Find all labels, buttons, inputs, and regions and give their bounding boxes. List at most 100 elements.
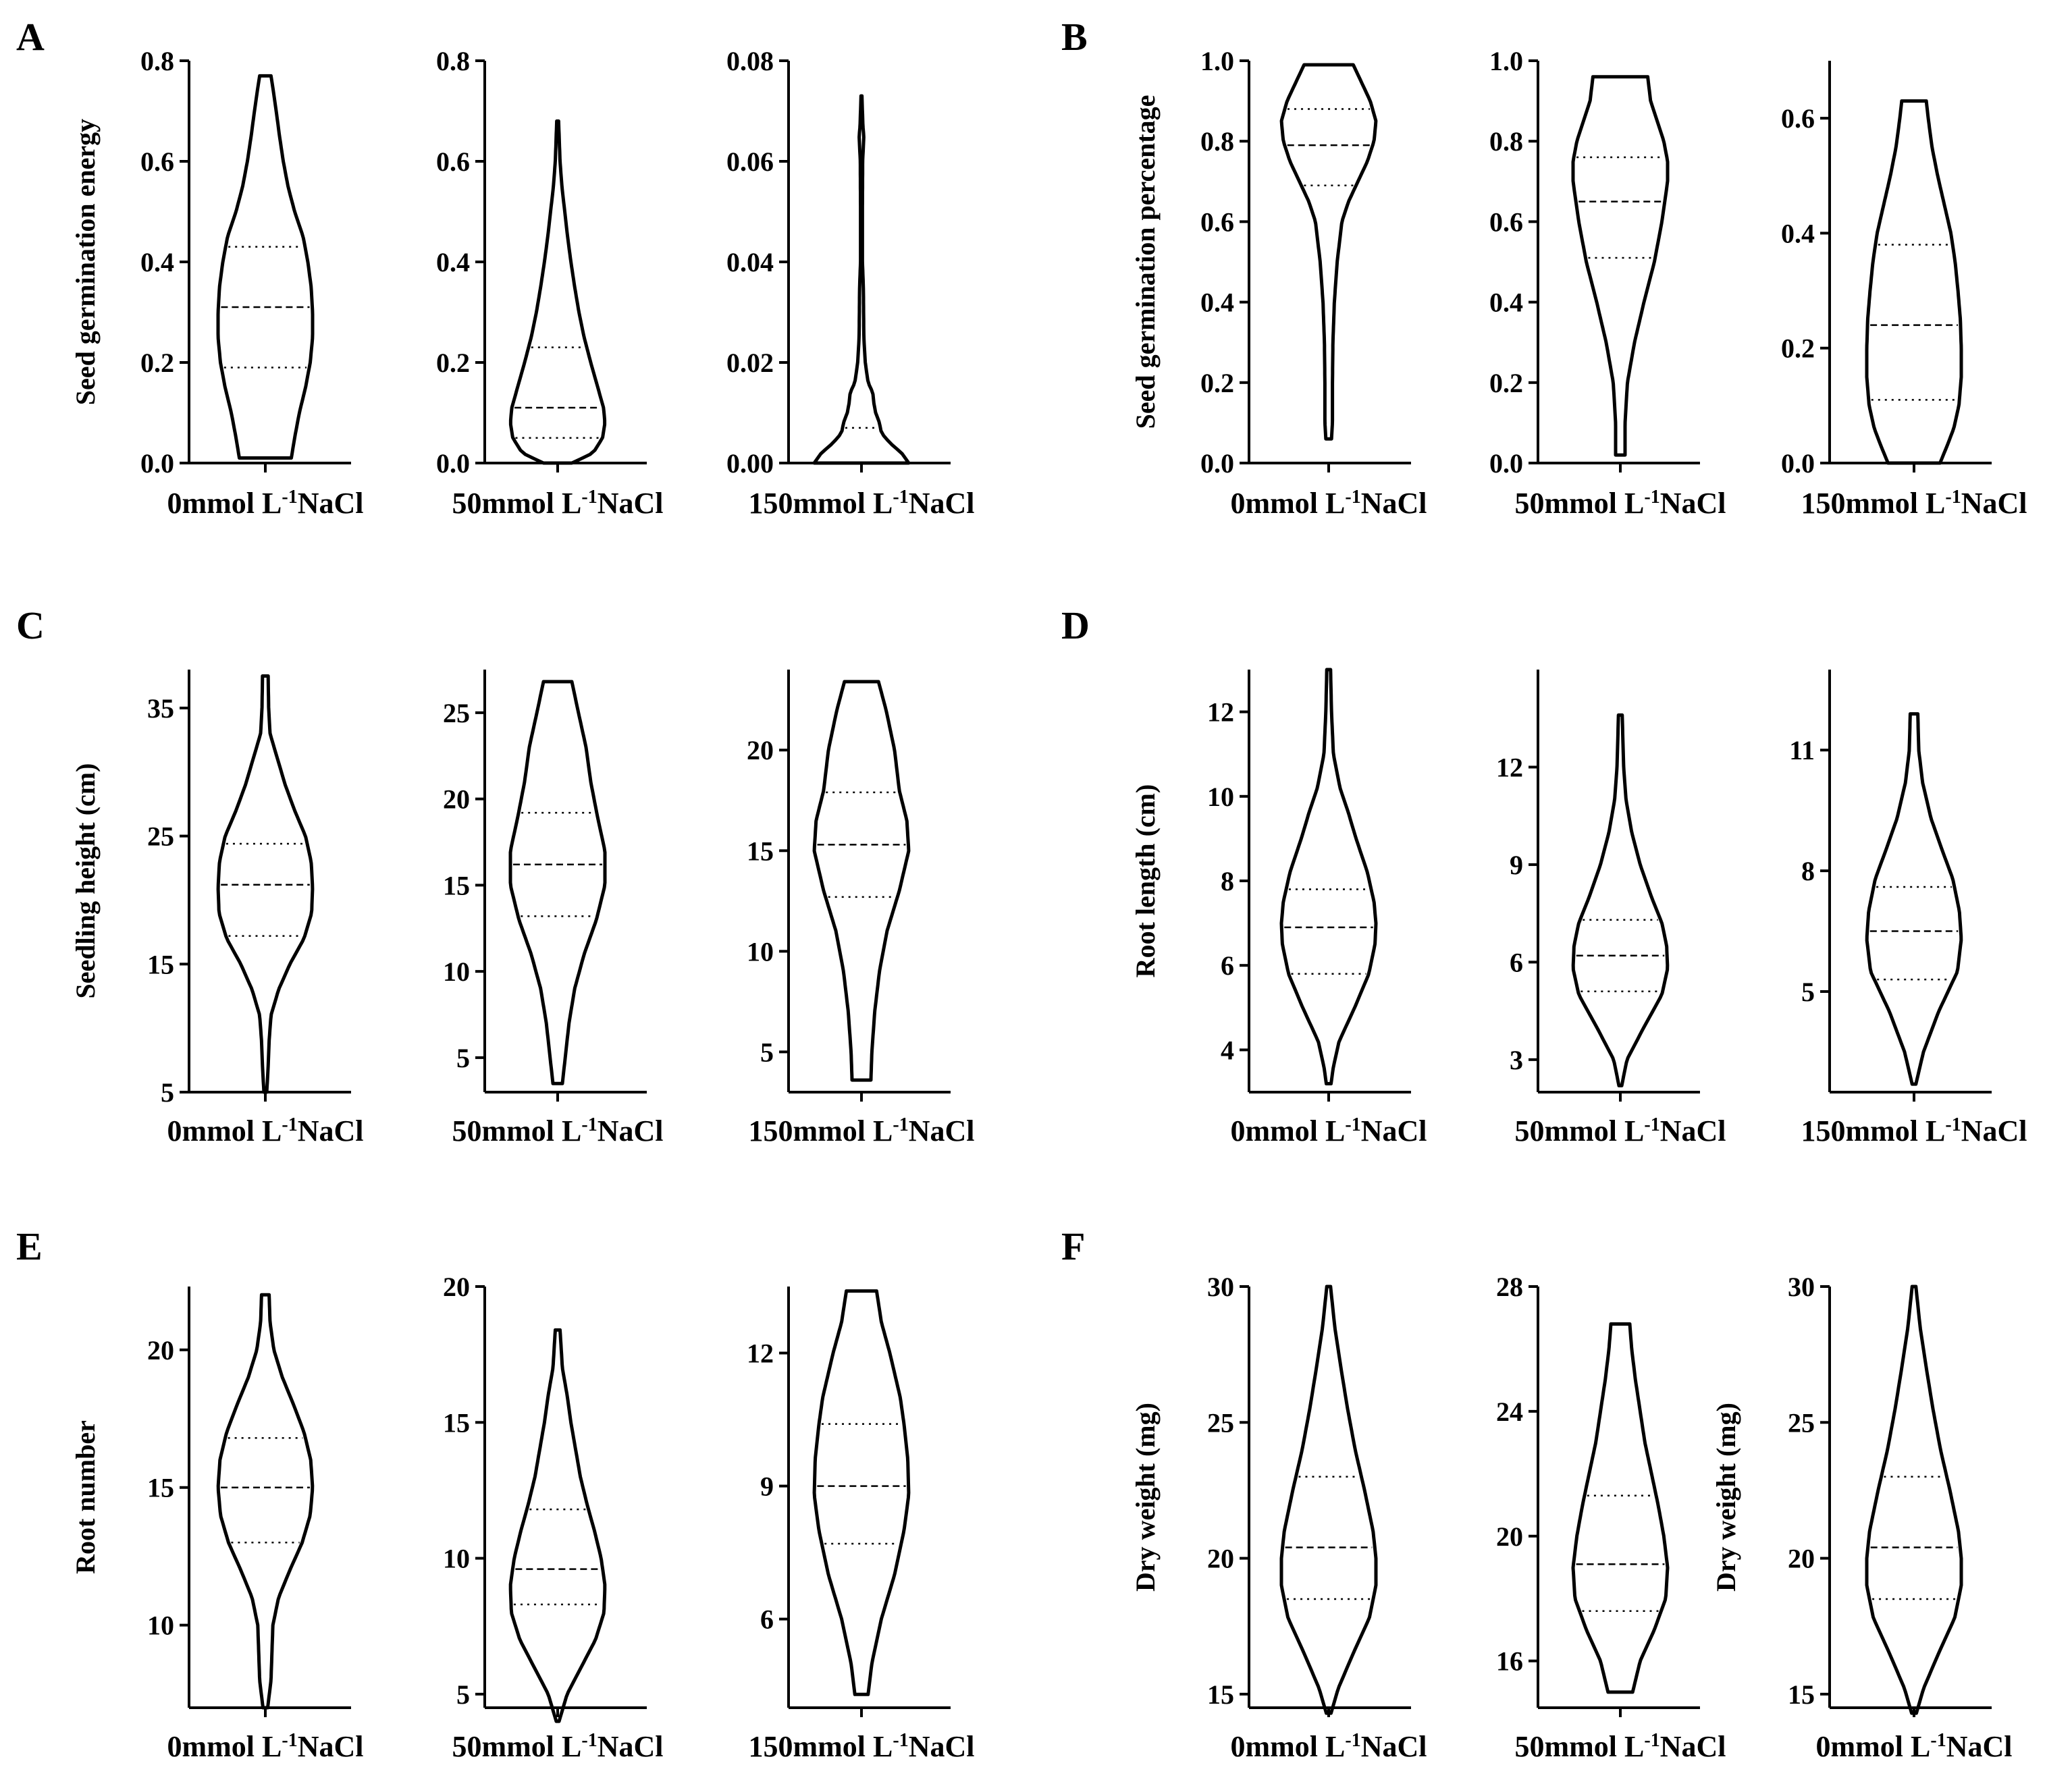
y-tick-label-d-2-3: 12 [1496,752,1523,782]
violin-e-3 [812,1289,911,1696]
x-axis-label-b-2: 50mmol L-1NaCl [1515,487,1726,520]
y-tick-label-b-1-2: 0.4 [1200,288,1234,318]
violin-f-1 [1279,1285,1378,1715]
y-tick-label-d-1-1: 6 [1221,950,1234,981]
y-tick-label-f-1-0: 15 [1207,1679,1234,1710]
y-tick-label-a-3-3: 0.06 [726,146,774,177]
y-tick-label-a-2-3: 0.6 [436,146,470,177]
y-tick-label-b-1-4: 0.8 [1200,126,1234,157]
x-axis-label-e-3: 150mmol L-1NaCl [749,1730,975,1764]
y-tick-label-b-3-1: 0.2 [1781,333,1815,364]
y-tick-label-c-3-2: 15 [747,836,774,866]
violin-c-3 [812,680,911,1082]
y-tick-label-b-3-2: 0.4 [1781,218,1815,248]
y-tick-label-a-3-1: 0.02 [726,348,774,378]
x-axis-label-a-2: 50mmol L-1NaCl [452,487,664,520]
y-tick-label-e-2-3: 20 [443,1272,470,1302]
violin-b-2 [1571,75,1670,457]
x-axis-label-e-1: 0mmol L-1NaCl [167,1730,364,1764]
y-tick-label-d-1-0: 4 [1221,1035,1234,1065]
y-tick-label-c-1-3: 35 [147,693,174,724]
y-tick-label-b-2-3: 0.6 [1489,207,1523,237]
y-tick-label-a-1-2: 0.4 [140,247,174,277]
y-tick-label-b-2-2: 0.4 [1489,288,1523,318]
y-tick-label-a-1-0: 0.0 [140,448,174,479]
y-tick-label-f-2-3: 28 [1496,1272,1523,1302]
y-tick-label-b-1-0: 0.0 [1200,448,1234,479]
x-axis-label-c-3: 150mmol L-1NaCl [749,1114,975,1148]
violin-e-2 [508,1328,607,1723]
x-axis-label-d-2: 50mmol L-1NaCl [1515,1114,1726,1148]
y-tick-label-e-1-2: 20 [147,1335,174,1366]
y-tick-label-b-1-5: 1.0 [1200,46,1234,76]
panel-letter-e: E [16,1224,43,1268]
y-tick-label-a-3-4: 0.08 [726,46,774,76]
y-tick-label-a-2-2: 0.4 [436,247,470,277]
x-axis-label-c-1: 0mmol L-1NaCl [167,1114,364,1148]
violin-f-2 [1571,1322,1670,1694]
y-tick-label-a-1-1: 0.2 [140,348,174,378]
y-tick-label-c-1-1: 15 [147,949,174,979]
y-tick-label-e-2-0: 5 [456,1679,470,1710]
x-axis-label-a-3: 150mmol L-1NaCl [749,487,975,520]
y-tick-label-a-3-0: 0.00 [726,448,774,479]
y-tick-label-d-3-0: 5 [1801,977,1815,1007]
panel-letter-d: D [1061,603,1090,647]
y-tick-label-d-2-0: 3 [1510,1045,1523,1075]
x-axis-label-b-1: 0mmol L-1NaCl [1231,487,1427,520]
y-tick-label-b-3-3: 0.6 [1781,103,1815,134]
y-tick-label-b-2-5: 1.0 [1489,46,1523,76]
y-tick-label-c-3-3: 20 [747,735,774,765]
y-tick-label-e-3-0: 6 [760,1604,774,1635]
y-axis-label-e-1: Root number [70,1420,101,1574]
violin-a-2 [508,119,607,465]
y-tick-label-b-2-4: 0.8 [1489,126,1523,157]
y-tick-label-c-2-4: 25 [443,698,470,728]
y-tick-label-f-3-3: 30 [1788,1272,1815,1302]
y-tick-label-a-1-3: 0.6 [140,146,174,177]
y-tick-label-b-2-1: 0.2 [1489,368,1523,398]
y-tick-label-f-2-0: 16 [1496,1646,1523,1677]
y-tick-label-f-3-2: 25 [1788,1407,1815,1438]
violin-c-1 [216,674,315,1094]
y-tick-label-a-2-0: 0.0 [436,448,470,479]
y-tick-label-e-3-1: 9 [760,1471,774,1502]
y-tick-label-a-2-1: 0.2 [436,348,470,378]
y-tick-label-a-2-4: 0.8 [436,46,470,76]
panel-letter-b: B [1061,15,1088,59]
y-tick-label-d-1-2: 8 [1221,866,1234,896]
y-axis-label-d-1: Root length (cm) [1130,784,1161,978]
y-tick-label-f-1-2: 25 [1207,1407,1234,1438]
y-tick-label-f-1-1: 20 [1207,1544,1234,1574]
y-tick-label-c-1-2: 25 [147,821,174,852]
y-tick-label-d-2-1: 6 [1510,947,1523,977]
y-tick-label-e-2-1: 10 [443,1544,470,1574]
y-axis-label-c-1: Seedling height (cm) [70,763,101,999]
violin-d-1 [1279,668,1378,1085]
y-tick-label-c-2-3: 20 [443,784,470,815]
violin-d-3 [1865,712,1963,1086]
y-tick-label-f-3-1: 20 [1788,1544,1815,1574]
panel-letter-a: A [16,15,45,59]
x-axis-label-c-2: 50mmol L-1NaCl [452,1114,664,1148]
x-axis-label-f-1: 0mmol L-1NaCl [1231,1730,1427,1764]
x-axis-label-d-1: 0mmol L-1NaCl [1231,1114,1427,1148]
violin-a-1 [216,74,315,460]
y-tick-label-f-2-1: 20 [1496,1521,1523,1552]
y-tick-label-c-2-1: 10 [443,956,470,987]
y-tick-label-f-1-3: 30 [1207,1272,1234,1302]
y-tick-label-a-3-2: 0.04 [726,247,774,277]
x-axis-label-f-2: 50mmol L-1NaCl [1515,1730,1726,1764]
y-tick-label-f-2-2: 24 [1496,1397,1523,1427]
y-tick-label-f-3-0: 15 [1788,1679,1815,1710]
violin-b-3 [1865,99,1963,465]
y-tick-label-e-3-2: 12 [747,1339,774,1369]
y-axis-label-b-1: Seed germination percentage [1130,95,1161,429]
y-tick-label-b-1-3: 0.6 [1200,207,1234,237]
y-tick-label-e-1-0: 10 [147,1611,174,1641]
y-tick-label-d-2-2: 9 [1510,850,1523,880]
y-tick-label-d-1-3: 10 [1207,782,1234,812]
x-axis-label-b-3: 150mmol L-1NaCl [1801,487,2027,520]
violin-b-1 [1279,63,1378,441]
